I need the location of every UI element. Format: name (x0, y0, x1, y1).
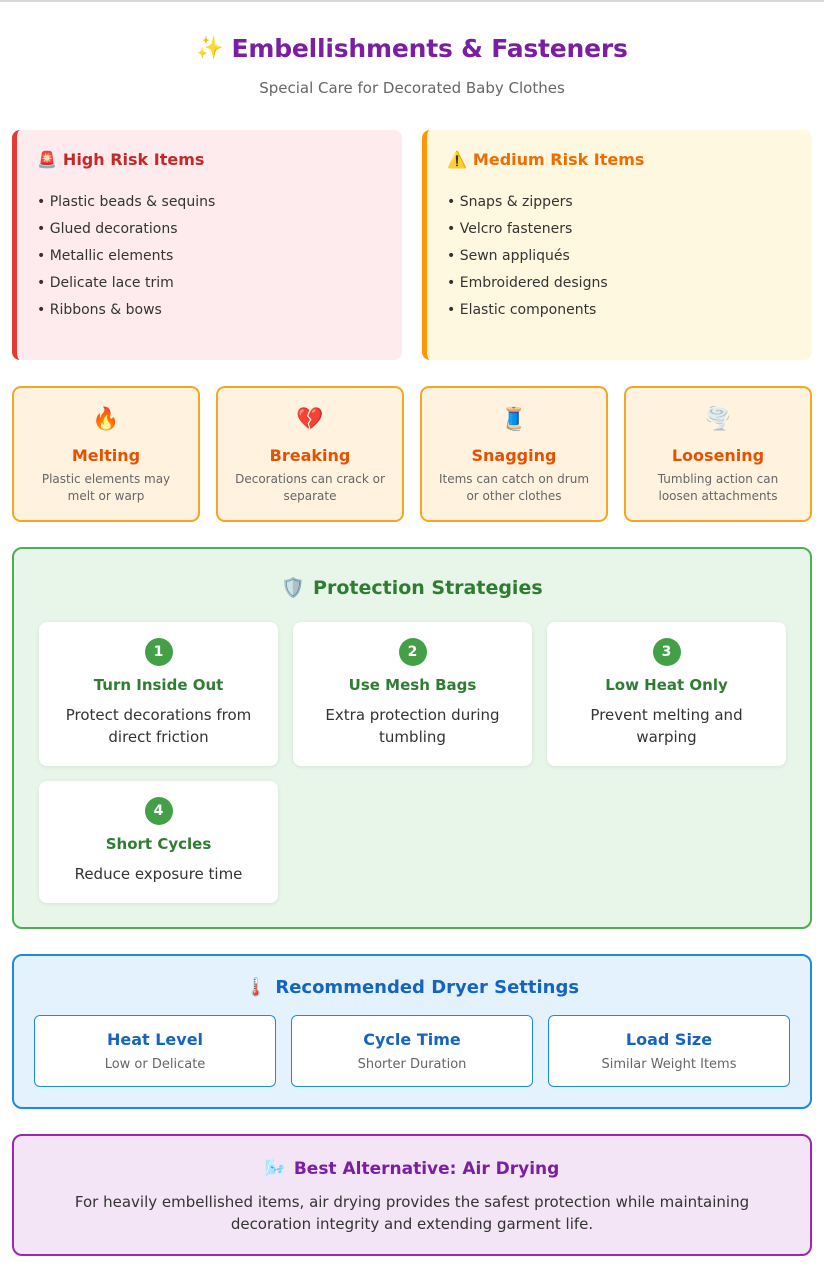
strategy-card: 1 Turn Inside Out Protect decorations fr… (39, 622, 278, 766)
strategy-name: Low Heat Only (605, 676, 728, 694)
list-item: Delicate lace trim (37, 270, 382, 297)
medium-risk-title: ⚠️ Medium Risk Items (447, 150, 792, 169)
strategy-card: 4 Short Cycles Reduce exposure time (39, 781, 278, 903)
strategy-description: Extra protection during tumbling (325, 706, 500, 746)
page-subtitle: Special Care for Decorated Baby Clothes (259, 79, 565, 97)
effect-name: Snagging (471, 446, 557, 465)
risk-categories: 🚨 High Risk Items Plastic beads & sequin… (12, 130, 812, 360)
shield-icon: 🛡️ (281, 577, 306, 599)
effect-description: Items can catch on drum or other clothes (438, 472, 590, 503)
setting-name: Heat Level (106, 1030, 204, 1049)
effect-description: Tumbling action can loosen attachments (657, 472, 779, 503)
medium-risk-card: ⚠️ Medium Risk Items Snaps & zippers Vel… (422, 130, 812, 360)
thread-spool-icon: 🧵 (500, 407, 528, 432)
alternative-description: For heavily embellished items, air dryin… (74, 1193, 750, 1233)
strategy-description: Prevent melting and warping (590, 706, 743, 746)
strategy-name: Turn Inside Out (93, 676, 224, 694)
section-title: 🌡️ Recommended Dryer Settings (14, 977, 810, 998)
step-number-badge: 2 (398, 638, 427, 666)
damage-effects: 🔥 Melting Plastic elements may melt or w… (12, 386, 812, 522)
list-item: Elastic components (447, 297, 792, 324)
section-title: 🛡️ Protection Strategies (14, 576, 810, 600)
list-item: Glued decorations (37, 216, 382, 243)
high-risk-card: 🚨 High Risk Items Plastic beads & sequin… (12, 130, 402, 360)
protection-strategies-section: 🛡️ Protection Strategies 1 Turn Inside O… (12, 547, 812, 929)
setting-name: Cycle Time (363, 1030, 461, 1049)
list-item: Embroidered designs (447, 270, 792, 297)
list-item: Metallic elements (37, 243, 382, 270)
section-title-text: Best Alternative: Air Drying (293, 1159, 560, 1179)
sparkles-icon: ✨ (196, 36, 224, 61)
air-drying-alternative-section: 🌬️ Best Alternative: Air Drying For heav… (12, 1134, 812, 1256)
high-risk-list: Plastic beads & sequins Glued decoration… (37, 189, 382, 324)
setting-card-load-size: Load Size Similar Weight Items (548, 1015, 790, 1087)
section-title-text: Protection Strategies (313, 576, 543, 599)
strategy-description: Protect decorations from direct friction (65, 706, 252, 746)
effect-description: Decorations can crack or separate (235, 472, 385, 503)
fire-icon: 🔥 (92, 407, 120, 432)
list-item: Sewn appliqués (447, 243, 792, 270)
page-title: ✨ Embellishments & Fasteners (0, 34, 824, 63)
strategy-card: 3 Low Heat Only Prevent melting and warp… (547, 622, 786, 766)
wind-icon: 🌬️ (264, 1159, 286, 1179)
medium-risk-list: Snaps & zippers Velcro fasteners Sewn ap… (447, 189, 792, 324)
step-number-badge: 4 (144, 797, 173, 825)
dryer-settings-section: 🌡️ Recommended Dryer Settings Heat Level… (12, 954, 812, 1109)
strategy-name: Use Mesh Bags (348, 676, 477, 694)
effect-name: Breaking (269, 446, 351, 465)
effect-name: Loosening (671, 446, 765, 465)
siren-icon: 🚨 (37, 150, 57, 169)
page-header: ✨ Embellishments & Fasteners Special Car… (0, 2, 824, 130)
broken-heart-icon: 💔 (296, 407, 324, 432)
effect-name: Melting (71, 446, 141, 465)
strategy-description: Reduce exposure time (74, 865, 243, 883)
high-risk-title: 🚨 High Risk Items (37, 150, 382, 169)
step-number-badge: 3 (652, 638, 681, 666)
strategy-card: 2 Use Mesh Bags Extra protection during … (293, 622, 532, 766)
step-number-badge: 1 (144, 638, 173, 666)
high-risk-title-text: High Risk Items (62, 150, 205, 169)
setting-name: Load Size (625, 1030, 713, 1049)
setting-value: Shorter Duration (357, 1057, 467, 1072)
list-item: Ribbons & bows (37, 297, 382, 324)
settings-row: Heat Level Low or Delicate Cycle Time Sh… (34, 1015, 790, 1087)
tornado-icon: 🌪️ (704, 407, 732, 432)
section-title-text: Recommended Dryer Settings (275, 977, 580, 998)
effect-card-breaking: 💔 Breaking Decorations can crack or sepa… (216, 386, 404, 522)
setting-card-cycle-time: Cycle Time Shorter Duration (291, 1015, 533, 1087)
list-item: Snaps & zippers (447, 189, 792, 216)
section-title: 🌬️ Best Alternative: Air Drying (14, 1159, 810, 1179)
thermometer-icon: 🌡️ (244, 977, 268, 998)
strategy-grid: 1 Turn Inside Out Protect decorations fr… (39, 622, 786, 903)
setting-card-heat-level: Heat Level Low or Delicate (34, 1015, 276, 1087)
effect-card-melting: 🔥 Melting Plastic elements may melt or w… (12, 386, 200, 522)
warning-icon: ⚠️ (447, 150, 467, 169)
effect-card-loosening: 🌪️ Loosening Tumbling action can loosen … (624, 386, 812, 522)
setting-value: Similar Weight Items (601, 1057, 737, 1072)
strategy-name: Short Cycles (105, 835, 212, 853)
effect-description: Plastic elements may melt or warp (41, 472, 171, 503)
effect-card-snagging: 🧵 Snagging Items can catch on drum or ot… (420, 386, 608, 522)
setting-value: Low or Delicate (104, 1057, 206, 1072)
list-item: Velcro fasteners (447, 216, 792, 243)
medium-risk-title-text: Medium Risk Items (472, 150, 645, 169)
list-item: Plastic beads & sequins (37, 189, 382, 216)
page-title-text: Embellishments & Fasteners (231, 34, 628, 63)
